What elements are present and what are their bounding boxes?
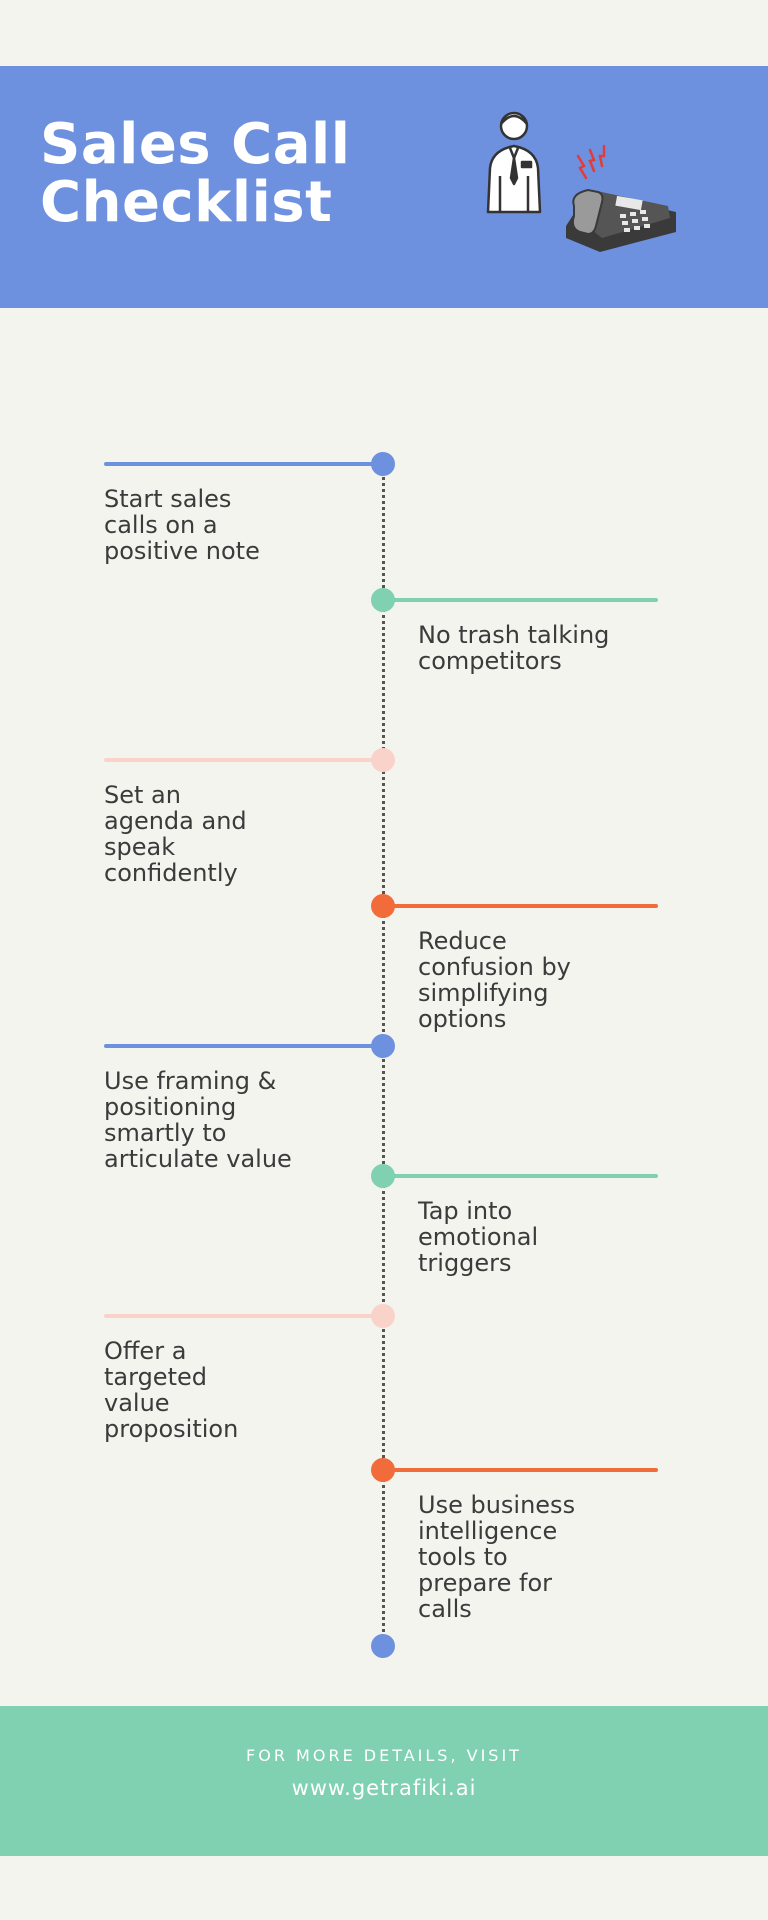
checklist-item-line: Use framing &	[104, 1067, 277, 1095]
ringing-telephone-icon	[566, 144, 676, 252]
checklist-connector-line	[104, 758, 383, 762]
checklist-item-line: triggers	[418, 1249, 512, 1277]
checklist-dot	[371, 894, 395, 918]
checklist-item-line: Set an	[104, 781, 181, 809]
checklist-connector-line	[383, 1468, 658, 1472]
checklist-dot	[371, 1034, 395, 1058]
checklist-item-line: simplifying	[418, 979, 549, 1007]
checklist-connector-line	[383, 598, 658, 602]
checklist-item-line: value	[104, 1389, 170, 1417]
title-line-2: Checklist	[40, 170, 333, 235]
checklist-connector-line	[383, 1174, 658, 1178]
checklist-item-line: speak	[104, 833, 176, 861]
checklist-item-line: smartly to	[104, 1119, 227, 1147]
checklist-item-line: Tap into	[418, 1197, 513, 1225]
checklist-connector-line	[104, 462, 383, 466]
footer-cta: FOR MORE DETAILS, VISIT	[246, 1746, 522, 1765]
checklist-item-line: intelligence	[418, 1517, 558, 1545]
checklist-item-line: Use business	[418, 1491, 576, 1519]
checklist-item-line: emotional	[418, 1223, 539, 1251]
checklist-item-line: confusion by	[418, 953, 571, 981]
checklist-item-line: articulate value	[104, 1145, 292, 1173]
checklist-connector-line	[104, 1314, 383, 1318]
checklist-item-line: agenda and	[104, 807, 247, 835]
checklist-item-line: calls	[418, 1595, 472, 1623]
checklist-item-line: prepare for	[418, 1569, 553, 1597]
checklist-dot	[371, 452, 395, 476]
checklist-dot	[371, 1164, 395, 1188]
header-illustration	[486, 111, 676, 252]
checklist-item-line: positioning	[104, 1093, 237, 1121]
checklist-dot	[371, 1304, 395, 1328]
checklist-item-line: confidently	[104, 859, 238, 887]
checklist-item-line: competitors	[418, 647, 562, 675]
checklist-dot	[371, 748, 395, 772]
checklist-dot	[371, 1458, 395, 1482]
checklist-item-line: No trash talking	[418, 621, 610, 649]
checklist-item-line: Offer a	[104, 1337, 187, 1365]
checklist-dot	[371, 588, 395, 612]
timeline-end-dot	[371, 1634, 395, 1658]
checklist-connector-line	[104, 1044, 383, 1048]
header-banner: Sales Call Checklist	[0, 66, 768, 308]
checklist-item-line: options	[418, 1005, 507, 1033]
checklist-connector-line	[383, 904, 658, 908]
checklist-item-line: targeted	[104, 1363, 207, 1391]
salesperson-icon	[486, 111, 542, 214]
checklist-item-line: calls on a	[104, 511, 218, 539]
checklist-item-line: tools to	[418, 1543, 508, 1571]
checklist-item-line: proposition	[104, 1415, 239, 1443]
footer-website-link[interactable]: www.getrafiki.ai	[291, 1776, 477, 1800]
page-title: Sales Call Checklist	[40, 116, 350, 232]
checklist-item-line: positive note	[104, 537, 260, 565]
title-line-1: Sales Call	[40, 112, 351, 177]
footer-banner: FOR MORE DETAILS, VISIT www.getrafiki.ai	[0, 1706, 768, 1856]
checklist-item-line: Reduce	[418, 927, 507, 955]
checklist-item-line: Start sales	[104, 485, 232, 513]
